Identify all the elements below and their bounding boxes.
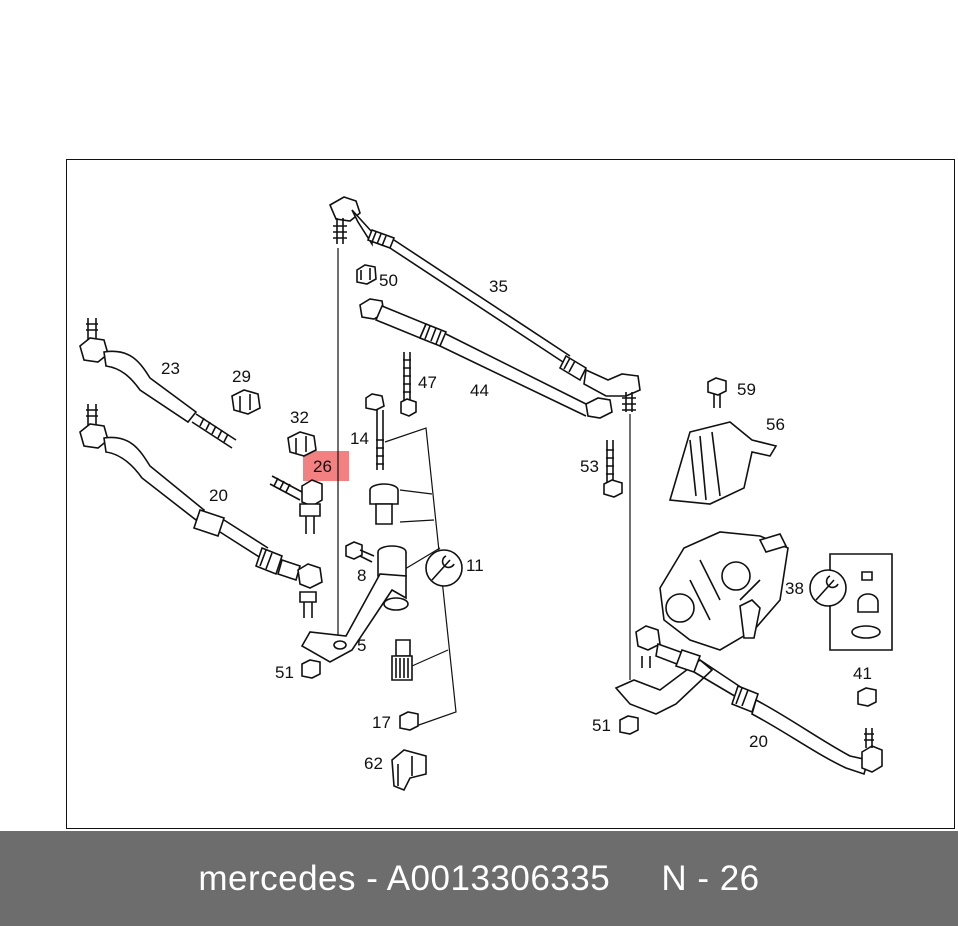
label-26[interactable]: 26 (313, 457, 332, 476)
highlight-part-26 (303, 451, 349, 481)
part-51-nut-left[interactable] (301, 659, 321, 679)
part-bushing-upper[interactable] (369, 483, 399, 525)
diagram-frame (66, 159, 955, 829)
part-38-kit[interactable] (809, 553, 893, 651)
part-17-nut[interactable] (399, 711, 419, 731)
footer-bar: mercedes - A0013306335 N - 26 (0, 831, 958, 926)
steering-gearbox[interactable] (659, 531, 789, 651)
label-50[interactable]: 50 (379, 271, 398, 290)
label-51-left[interactable]: 51 (275, 663, 294, 682)
footer-caption: mercedes - A0013306335 N - 26 (198, 859, 759, 899)
part-41-nut[interactable] (857, 687, 877, 707)
part-5-pitman-arm[interactable] (300, 545, 409, 663)
footer-part-number: A0013306335 (386, 858, 611, 898)
part-51-nut-right[interactable] (619, 715, 639, 735)
label-53[interactable]: 53 (580, 457, 599, 476)
part-20-tie-rod-right[interactable] (635, 625, 883, 776)
part-56-cover[interactable] (668, 421, 778, 505)
label-41[interactable]: 41 (853, 664, 872, 683)
part-11-wrench-icon[interactable] (425, 549, 463, 587)
label-8[interactable]: 8 (357, 566, 366, 585)
footer-brand: mercedes (198, 858, 357, 898)
right-pitman-arm[interactable] (614, 658, 714, 715)
label-29[interactable]: 29 (232, 367, 251, 386)
label-56[interactable]: 56 (766, 415, 785, 434)
label-59[interactable]: 59 (737, 380, 756, 399)
label-11[interactable]: 11 (466, 556, 484, 575)
part-62-bracket[interactable] (391, 749, 427, 792)
part-44-tie-rod[interactable] (359, 298, 613, 419)
label-44[interactable]: 44 (470, 381, 489, 400)
part-14-bolt[interactable] (365, 393, 385, 470)
label-35[interactable]: 35 (489, 277, 508, 296)
part-35-drag-link[interactable] (328, 196, 641, 412)
part-59-bolt[interactable] (707, 377, 727, 408)
label-20-left[interactable]: 20 (209, 486, 228, 505)
part-splined-shaft[interactable] (391, 639, 413, 681)
footer-sep: - (356, 858, 387, 898)
part-50-nut[interactable] (356, 264, 377, 285)
label-38[interactable]: 38 (785, 579, 804, 598)
label-17[interactable]: 17 (372, 713, 391, 732)
part-8-bolt[interactable] (345, 541, 375, 563)
label-5[interactable]: 5 (357, 636, 366, 655)
part-26-ball-joint[interactable] (269, 475, 323, 534)
part-23-tie-rod[interactable] (79, 318, 237, 449)
part-20-tie-rod-left[interactable] (79, 404, 323, 618)
label-51-right[interactable]: 51 (592, 716, 611, 735)
footer-position-ref: N - 26 (661, 858, 760, 898)
part-47-bolt[interactable] (400, 352, 417, 417)
part-53-bolt[interactable] (603, 440, 623, 498)
footer-gap (610, 859, 661, 898)
label-32[interactable]: 32 (290, 408, 309, 427)
label-23[interactable]: 23 (161, 359, 180, 378)
label-14[interactable]: 14 (350, 429, 369, 448)
label-20-right[interactable]: 20 (749, 732, 768, 751)
part-32-nut[interactable] (287, 431, 317, 457)
label-62[interactable]: 62 (364, 754, 383, 773)
part-29-nut[interactable] (231, 389, 261, 415)
label-47[interactable]: 47 (418, 373, 437, 392)
